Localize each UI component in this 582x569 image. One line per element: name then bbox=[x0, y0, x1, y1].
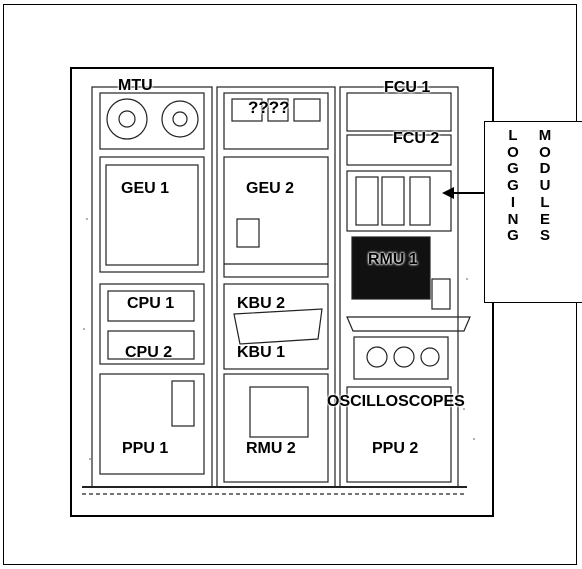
arrow-icon bbox=[440, 185, 486, 201]
letter: D bbox=[535, 161, 555, 178]
letter: I bbox=[503, 195, 523, 212]
label-cpu2: CPU 2 bbox=[125, 345, 172, 361]
label-rmu2: RMU 2 bbox=[246, 441, 296, 457]
letter: O bbox=[503, 145, 523, 162]
label-ppu1: PPU 1 bbox=[122, 441, 168, 457]
label-kbu2: KBU 2 bbox=[237, 296, 285, 312]
label-geu2: GEU 2 bbox=[246, 181, 294, 197]
letter: M bbox=[535, 128, 555, 145]
label-mtu: MTU bbox=[118, 78, 153, 94]
letter: G bbox=[503, 161, 523, 178]
letter: G bbox=[503, 228, 523, 245]
label-oscilloscopes: OSCILLOSCOPES bbox=[327, 394, 465, 410]
logging-word: L O G G I N G bbox=[503, 128, 523, 245]
label-fcu1: FCU 1 bbox=[384, 80, 430, 96]
label-ppu2: PPU 2 bbox=[372, 441, 418, 457]
letter: N bbox=[503, 212, 523, 229]
letter: S bbox=[535, 228, 555, 245]
label-rmu1: RMU 1 bbox=[368, 252, 418, 268]
letter: O bbox=[535, 145, 555, 162]
label-geu1: GEU 1 bbox=[121, 181, 169, 197]
modules-word: M O D U L E S bbox=[535, 128, 555, 245]
label-cpu1: CPU 1 bbox=[127, 296, 174, 312]
left-rack bbox=[92, 87, 212, 487]
label-fcu2: FCU 2 bbox=[393, 131, 439, 147]
letter: E bbox=[535, 212, 555, 229]
letter: L bbox=[535, 195, 555, 212]
letter: G bbox=[503, 178, 523, 195]
label-kbu1: KBU 1 bbox=[237, 345, 285, 361]
letter: L bbox=[503, 128, 523, 145]
label-unknown: ???? bbox=[248, 99, 290, 116]
middle-rack bbox=[217, 87, 335, 487]
letter: U bbox=[535, 178, 555, 195]
logging-modules-box: L O G G I N G M O D U L E S bbox=[484, 121, 582, 303]
